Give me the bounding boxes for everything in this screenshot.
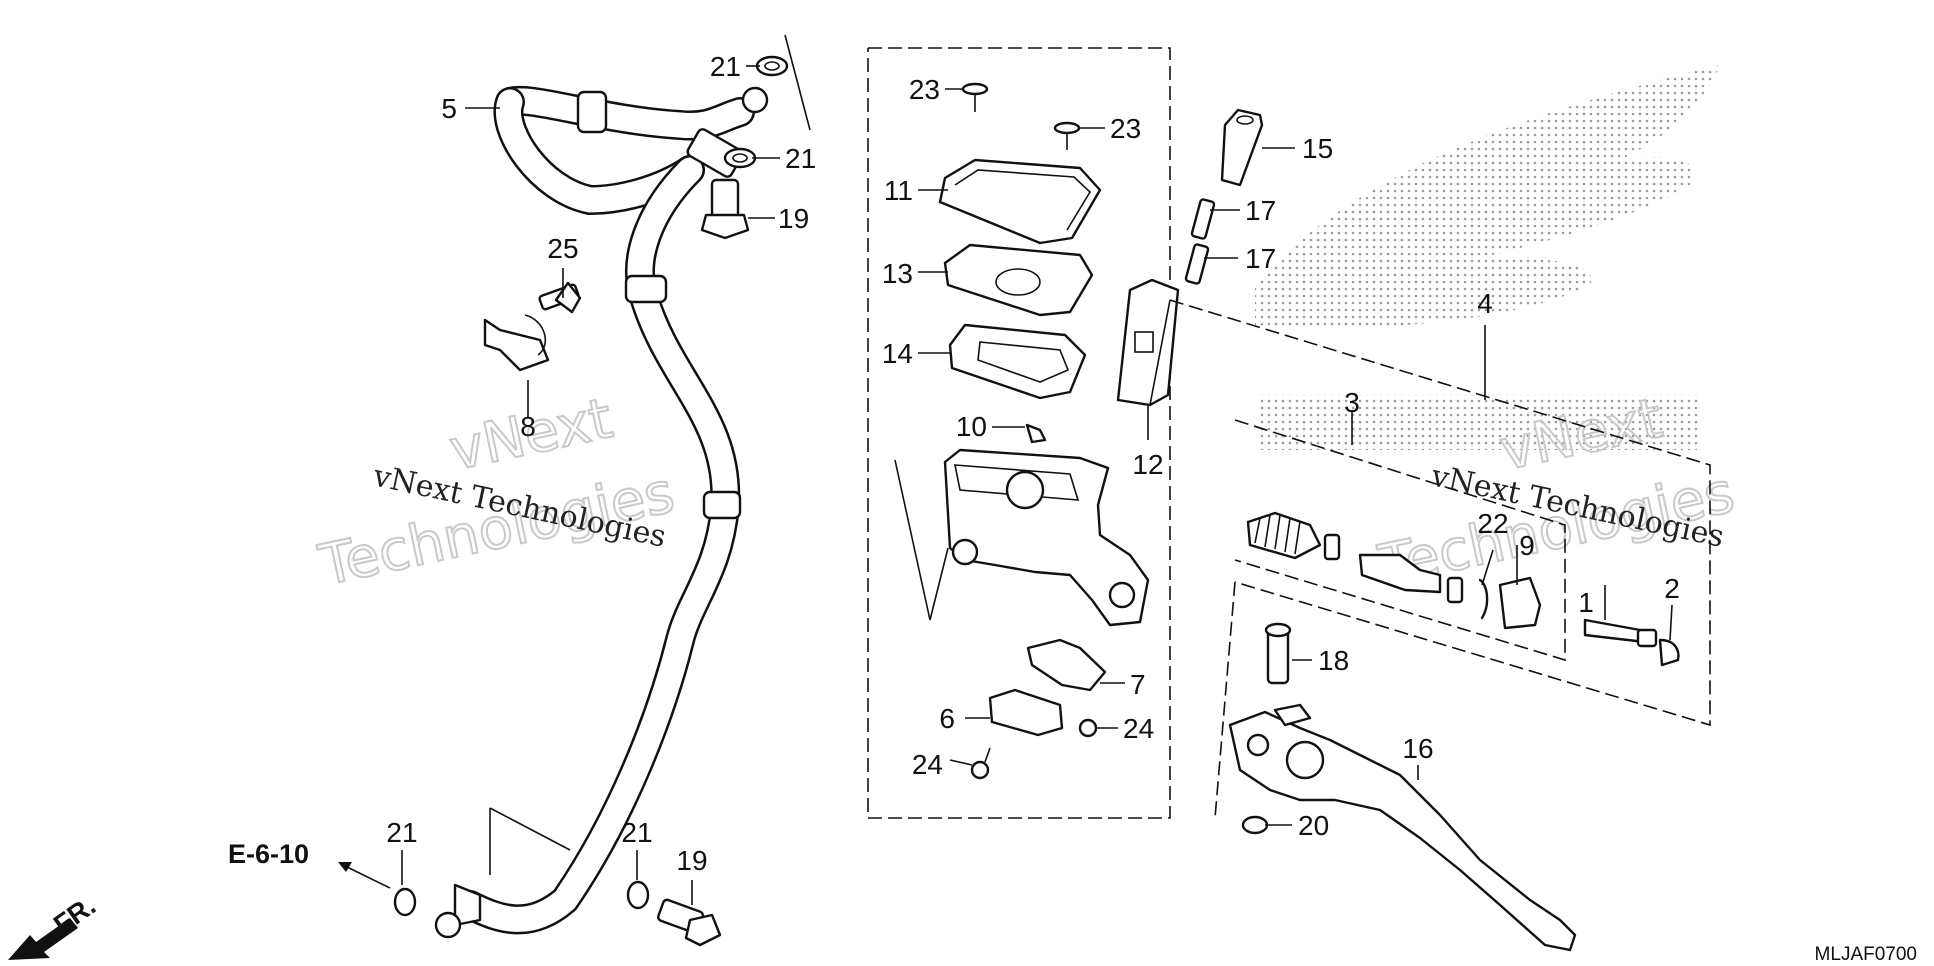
switch-6 bbox=[988, 688, 1064, 737]
spring bbox=[1246, 511, 1322, 560]
reference-label: E-6-10 bbox=[228, 839, 309, 869]
washer-21-bottom-left bbox=[393, 887, 417, 917]
callout-13: 13 bbox=[882, 258, 913, 289]
callout-11: 11 bbox=[884, 175, 913, 206]
pivot-bolt-18 bbox=[1264, 622, 1292, 685]
screw-23-right bbox=[1053, 121, 1081, 150]
diagram-code: MLJAF0700 bbox=[1815, 944, 1917, 965]
callout-20: 20 bbox=[1298, 810, 1329, 841]
hose-clamp-8 bbox=[483, 314, 550, 372]
callout-23-right: 23 bbox=[1110, 113, 1141, 144]
lever-16 bbox=[1228, 703, 1577, 952]
callout-24-left: 24 bbox=[912, 749, 943, 780]
callout-23-left: 23 bbox=[909, 74, 940, 105]
reference-arrow-line bbox=[344, 865, 391, 889]
circlip-22 bbox=[1478, 578, 1489, 620]
front-arrow-icon bbox=[8, 918, 78, 960]
callout-6: 6 bbox=[939, 703, 955, 734]
holder-12 bbox=[1116, 278, 1180, 407]
master-cylinder-body bbox=[894, 448, 1150, 627]
reference-link[interactable]: E-6-10 bbox=[228, 839, 391, 889]
leader-lines bbox=[401, 34, 1673, 905]
callout-17-upper: 17 bbox=[1245, 195, 1276, 226]
callout-22: 22 bbox=[1477, 508, 1508, 539]
nut-20 bbox=[1241, 815, 1269, 835]
reservoir-cap-11 bbox=[938, 158, 1102, 245]
float-10 bbox=[1025, 423, 1047, 444]
callout-1: 1 bbox=[1578, 587, 1594, 618]
bolt-25 bbox=[538, 281, 582, 314]
piston-seal bbox=[1323, 533, 1464, 604]
bolt-17-lower bbox=[1184, 243, 1210, 285]
group-frame-master-cylinder bbox=[867, 47, 1171, 819]
screw-24-left bbox=[970, 747, 991, 780]
callout-21-bottom-left: 21 bbox=[386, 817, 417, 848]
front-direction-indicator: FR. bbox=[8, 890, 101, 960]
bolt-17-upper bbox=[1190, 198, 1216, 240]
switch-bracket-7 bbox=[1026, 638, 1107, 692]
callout-4: 4 bbox=[1477, 288, 1493, 319]
holder-15 bbox=[1220, 108, 1264, 187]
callout-14: 14 bbox=[882, 338, 913, 369]
callout-24-right: 24 bbox=[1123, 713, 1154, 744]
callout-25: 25 bbox=[547, 233, 578, 264]
callout-17-lower: 17 bbox=[1245, 243, 1276, 274]
boot-9 bbox=[1498, 576, 1542, 630]
callout-8: 8 bbox=[520, 411, 536, 442]
callout-2: 2 bbox=[1664, 573, 1680, 604]
diaphragm-14 bbox=[948, 323, 1087, 400]
callout-5: 5 bbox=[441, 93, 457, 124]
callout-18: 18 bbox=[1318, 645, 1349, 676]
callout-19-upper: 19 bbox=[778, 203, 809, 234]
reference-arrowhead bbox=[338, 862, 352, 872]
group-frame-lever bbox=[1214, 581, 1236, 819]
callout-9: 9 bbox=[1519, 530, 1535, 561]
callout-15: 15 bbox=[1302, 133, 1333, 164]
callouts: 1 2 3 4 5 6 7 8 9 10 11 12 13 14 15 16 1… bbox=[386, 51, 1679, 876]
callout-16: 16 bbox=[1402, 733, 1433, 764]
screw-24-right bbox=[1078, 718, 1098, 738]
callout-19-lower: 19 bbox=[676, 845, 707, 876]
push-rod-1 bbox=[1583, 618, 1658, 648]
cap-2 bbox=[1658, 638, 1680, 667]
callout-21-bottom-right: 21 bbox=[621, 817, 652, 848]
bolt-19-upper bbox=[700, 178, 750, 240]
bolt-19-lower bbox=[657, 898, 722, 947]
brand-wing-logo bbox=[1255, 65, 1720, 450]
callout-21-mid: 21 bbox=[785, 143, 816, 174]
diaphragm-plate-13 bbox=[943, 243, 1094, 317]
washer-21-mid bbox=[723, 147, 757, 169]
callout-7: 7 bbox=[1130, 669, 1146, 700]
callout-3: 3 bbox=[1344, 387, 1360, 418]
washer-21-bottom-right bbox=[626, 880, 650, 910]
group-frame-4 bbox=[1169, 299, 1711, 727]
callout-10: 10 bbox=[956, 411, 987, 442]
screw-23-left bbox=[961, 82, 989, 112]
group-frame-3 bbox=[1234, 419, 1566, 662]
washer-21-top bbox=[755, 55, 789, 77]
callout-12: 12 bbox=[1132, 449, 1163, 480]
callout-21-top: 21 bbox=[710, 51, 741, 82]
